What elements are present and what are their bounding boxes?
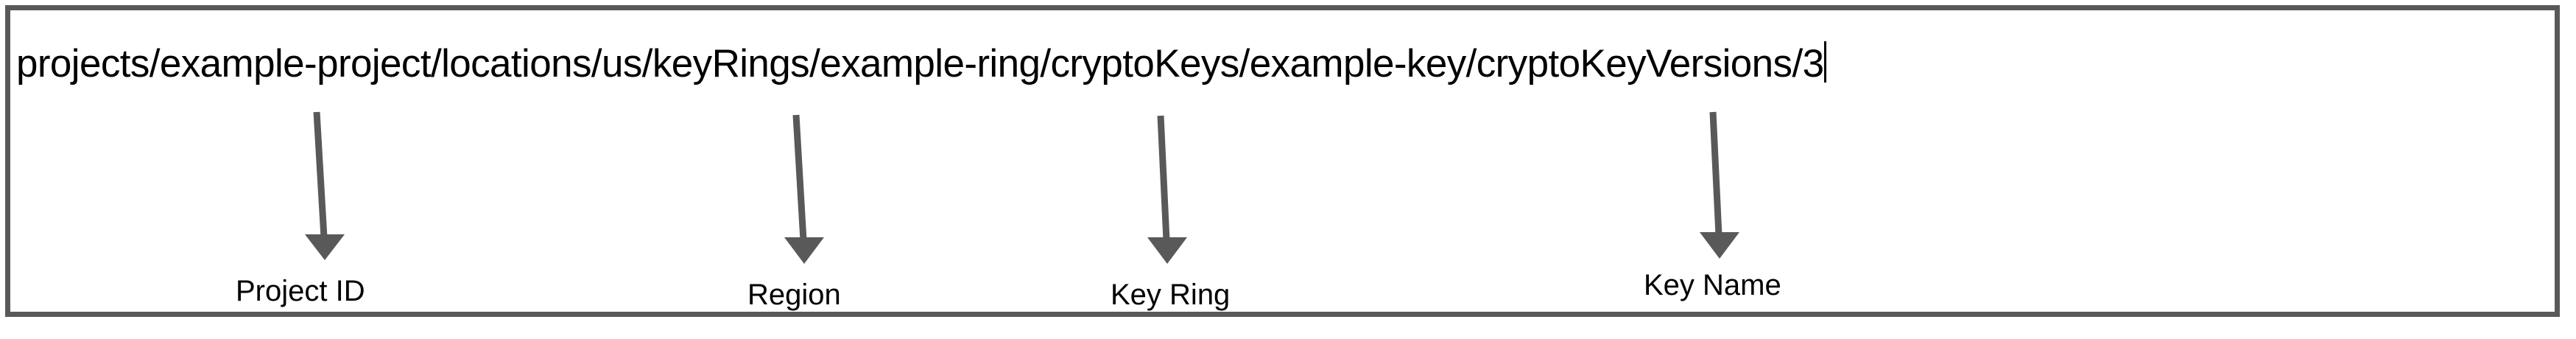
- text-caret: [1824, 41, 1827, 83]
- annotation-label-project-id: Project ID: [236, 275, 365, 307]
- annotation-label-key-name: Key Name: [1644, 269, 1781, 301]
- resource-path-text: projects/example-project/locations/us/ke…: [16, 42, 1824, 85]
- resource-path-field[interactable]: projects/example-project/locations/us/ke…: [16, 35, 1827, 87]
- annotation-label-region: Region: [747, 279, 841, 311]
- annotation-label-key-ring: Key Ring: [1111, 279, 1231, 311]
- path-field-frame: [5, 5, 2560, 317]
